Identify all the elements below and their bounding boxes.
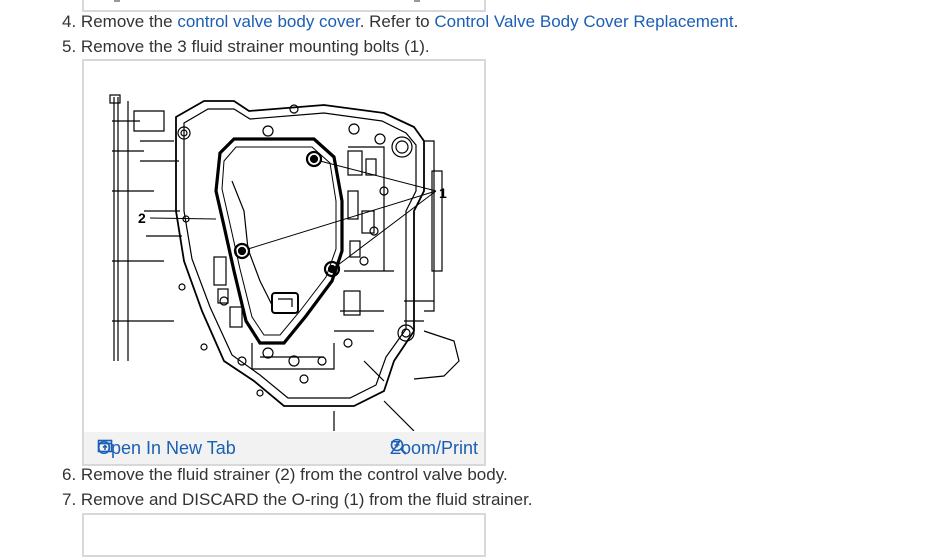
callout-1: 1 bbox=[439, 185, 447, 201]
open-in-new-tab-label: Open In New Tab bbox=[97, 438, 236, 458]
previous-figure-frame bbox=[82, 0, 486, 12]
step-number: 5. bbox=[62, 37, 77, 56]
fluid-strainer-figure: 1 2 Open In New Tab Zoom/Print bbox=[82, 59, 486, 466]
zoom-print-button[interactable]: Zoom/Print bbox=[390, 438, 478, 459]
control-valve-body-cover-link[interactable]: control valve body cover bbox=[177, 12, 360, 31]
control-valve-body-cover-replacement-link[interactable]: Control Valve Body Cover Replacement bbox=[434, 12, 734, 31]
fluid-strainer-diagram bbox=[109, 94, 460, 431]
zoom-in-icon bbox=[390, 438, 407, 455]
zoom-print-label: Zoom/Print bbox=[389, 438, 478, 458]
step-5: 5. Remove the 3 fluid strainer mounting … bbox=[62, 36, 430, 58]
step-6: 6. Remove the fluid strainer (2) from th… bbox=[62, 464, 508, 486]
callout-2: 2 bbox=[138, 210, 146, 226]
step-7: 7. Remove and DISCARD the O-ring (1) fro… bbox=[62, 489, 533, 511]
step-4: 4. Remove the control valve body cover. … bbox=[62, 12, 739, 31]
step-text: Remove the fluid strainer (2) from the c… bbox=[80, 465, 508, 484]
step-number: 7. bbox=[62, 490, 77, 509]
open-in-new-tab-button[interactable]: Open In New Tab bbox=[97, 438, 236, 459]
figure-toolbar: Open In New Tab Zoom/Print bbox=[84, 432, 484, 464]
next-figure-frame bbox=[82, 513, 486, 557]
open-new-tab-icon bbox=[97, 439, 113, 453]
step-text: Remove and DISCARD the O-ring (1) from t… bbox=[80, 490, 533, 509]
step-number: 4. bbox=[62, 12, 77, 31]
step-number: 6. bbox=[62, 465, 77, 484]
step-text: Remove the 3 fluid strainer mounting bol… bbox=[80, 37, 430, 56]
